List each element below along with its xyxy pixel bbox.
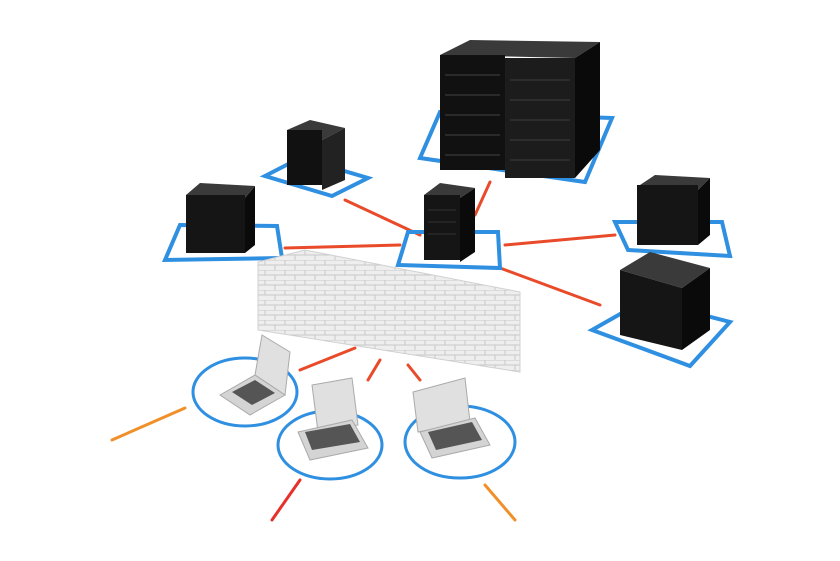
link bbox=[343, 198, 422, 237]
link bbox=[473, 180, 492, 217]
laptop-middle bbox=[297, 377, 369, 461]
network-links bbox=[110, 180, 617, 522]
server-right-bottom bbox=[620, 252, 710, 350]
platform bbox=[161, 222, 285, 263]
link bbox=[483, 483, 517, 522]
link bbox=[283, 243, 402, 250]
laptops bbox=[219, 334, 491, 461]
ring bbox=[191, 356, 299, 428]
link bbox=[110, 406, 187, 442]
platform bbox=[395, 230, 503, 271]
link bbox=[406, 363, 422, 382]
link bbox=[298, 346, 357, 372]
laptop-left bbox=[219, 334, 291, 416]
large-server-cluster bbox=[440, 40, 600, 178]
server-top-left bbox=[287, 120, 345, 190]
link bbox=[270, 478, 302, 522]
server-left bbox=[186, 183, 255, 253]
servers bbox=[186, 40, 710, 350]
laptop-right bbox=[412, 377, 491, 459]
server-right-top bbox=[637, 175, 710, 245]
link bbox=[366, 358, 382, 382]
link bbox=[498, 266, 602, 307]
firewall-wall bbox=[257, 249, 521, 373]
server-center bbox=[424, 183, 475, 262]
link bbox=[503, 233, 617, 247]
